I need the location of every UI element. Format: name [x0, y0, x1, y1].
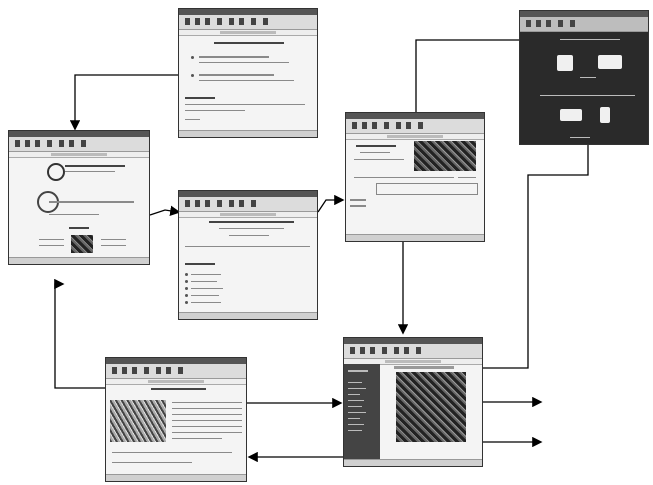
window-photo-page [345, 112, 485, 242]
arrow-photo-to-dark [415, 39, 519, 115]
arrow-bl-to-home [54, 278, 105, 389]
window-top-center [178, 8, 318, 138]
window-photo-text [105, 357, 247, 482]
browser-toolbar [346, 119, 484, 134]
sidebar [344, 364, 380, 462]
window-dark-icons [519, 10, 649, 145]
browser-toolbar [344, 344, 482, 359]
arrow-list-to-photo [317, 194, 345, 213]
building-icon [598, 55, 622, 69]
flower-icon [557, 55, 573, 71]
browser-toolbar [179, 15, 317, 30]
window-center-list [178, 190, 318, 320]
arrow-dark-to-bottom [483, 145, 589, 369]
arrow-home-to-list [149, 205, 181, 216]
browser-toolbar [9, 137, 149, 152]
plant-icon [560, 109, 582, 121]
figure-icon [600, 107, 610, 123]
browser-toolbar [106, 364, 246, 379]
browser-toolbar [179, 197, 317, 212]
logo-icon [47, 163, 65, 181]
browser-toolbar [520, 17, 648, 32]
arrow-top-to-home [69, 74, 178, 131]
window-sidebar-photo [343, 337, 483, 467]
window-home [8, 130, 150, 265]
